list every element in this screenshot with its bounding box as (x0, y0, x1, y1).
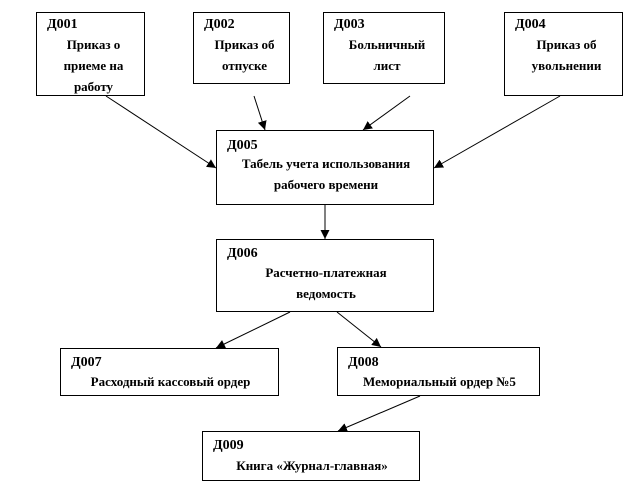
arrow-d004-to-d005 (433, 95, 561, 169)
arrow-d002-to-d005 (253, 95, 267, 131)
node-d005-code: Д005 (227, 138, 258, 153)
node-d004-dismissal-order: Д004 Приказ об увольнении (504, 12, 623, 96)
node-d008-label: Мемориальный ордер №5 (363, 374, 516, 389)
node-d009-label: Книга «Журнал-главная» (236, 458, 388, 473)
node-d004-label: Приказ об увольнении (531, 37, 602, 73)
arrow-d001-to-d005 (105, 95, 217, 169)
node-d005-label: Табель учета использования рабочего врем… (241, 156, 411, 192)
node-d002-vacation-order: Д002 Приказ об отпуске (193, 12, 290, 84)
node-d002-code: Д002 (204, 17, 235, 32)
node-d006-label: Расчетно-платежная ведомость (265, 265, 387, 301)
node-d003-sick-leave: Д003 Больничный лист (323, 12, 445, 84)
node-d008-memorial-order: Д008 Мемориальный ордер №5 (337, 347, 540, 396)
node-d009-journal-ledger: Д009 Книга «Журнал-главная» (202, 431, 420, 481)
node-d001-label: Приказ о приеме на работу (63, 37, 124, 94)
node-d006-payroll-statement: Д006 Расчетно-платежная ведомость (216, 239, 434, 312)
arrow-d006-to-d007 (215, 311, 291, 349)
node-d005-timesheet: Д005 Табель учета использования рабочего… (216, 130, 434, 205)
node-d004-code: Д004 (515, 17, 546, 32)
arrow-d008-to-d009 (337, 395, 421, 432)
node-d003-code: Д003 (334, 17, 365, 32)
node-d008-code: Д008 (348, 355, 379, 370)
node-d006-code: Д006 (227, 246, 258, 261)
arrow-d003-to-d005 (362, 95, 411, 131)
arrow-d006-to-d008 (336, 311, 382, 348)
node-d003-label: Больничный лист (348, 37, 426, 73)
node-d009-code: Д009 (213, 438, 244, 453)
node-d001-code: Д001 (47, 17, 78, 32)
node-d007-label: Расходный кассовый ордер (90, 374, 251, 389)
node-d001-hiring-order: Д001 Приказ о приеме на работу (36, 12, 145, 96)
node-d007-code: Д007 (71, 355, 102, 370)
node-d002-label: Приказ об отпуске (214, 37, 275, 73)
node-d007-cash-order: Д007 Расходный кассовый ордер (60, 348, 279, 396)
